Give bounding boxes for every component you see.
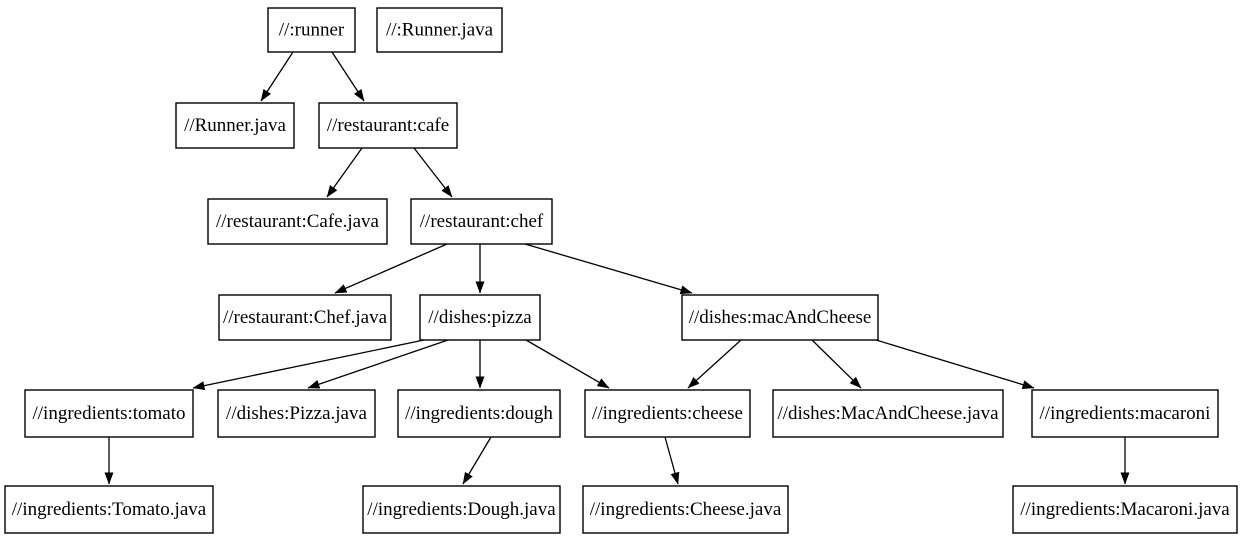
graph-node-dough: //ingredients:dough — [397, 389, 561, 438]
graph-node-cheese-java: //ingredients:Cheese.java — [582, 485, 789, 534]
node-box-mac-and-cheese — [681, 294, 879, 341]
node-label-runner-java-file: //Runner.java — [184, 115, 286, 136]
node-label-tomato-java: //ingredients:Tomato.java — [12, 499, 207, 520]
graph-node-pizza: //dishes:pizza — [419, 294, 541, 341]
graph-node-root-runner-java: //:Runner.java — [376, 7, 503, 53]
node-label-mac-and-cheese: //dishes:macAndCheese — [689, 307, 872, 328]
node-label-dough: //ingredients:dough — [405, 403, 553, 424]
graph-node-pizza-java: //dishes:Pizza.java — [217, 389, 376, 438]
node-box-pizza — [419, 294, 541, 341]
node-box-chef — [410, 198, 553, 245]
node-label-chef: //restaurant:chef — [420, 211, 544, 232]
node-box-root-runner-java — [376, 7, 503, 53]
graph-node-runner: //:runner — [267, 7, 356, 53]
node-label-cafe-java: //restaurant:Cafe.java — [216, 211, 380, 232]
node-box-runner — [267, 7, 356, 53]
edge-chef-to-chef-java — [334, 243, 448, 294]
node-box-macaroni — [1031, 389, 1219, 438]
node-box-pizza-java — [217, 389, 376, 438]
node-label-chef-java: //restaurant:Chef.java — [223, 307, 388, 328]
edge-pizza-to-cheese — [525, 339, 610, 389]
node-label-pizza-java: //dishes:Pizza.java — [226, 403, 367, 424]
node-box-tomato-java — [4, 485, 214, 534]
node-label-tomato: //ingredients:tomato — [32, 403, 185, 424]
node-label-pizza: //dishes:pizza — [428, 307, 532, 328]
edge-mac-and-cheese-to-macaroni — [875, 339, 1035, 389]
graph-node-tomato-java: //ingredients:Tomato.java — [4, 485, 214, 534]
edge-chef-to-mac-and-cheese — [524, 243, 693, 295]
edge-pizza-to-tomato — [192, 339, 425, 391]
node-label-mac-and-cheese-java: //dishes:MacAndCheese.java — [777, 403, 999, 424]
graph-node-tomato: //ingredients:tomato — [24, 389, 194, 438]
node-box-chef-java — [218, 294, 392, 341]
node-label-macaroni-java: //ingredients:Macaroni.java — [1020, 499, 1230, 520]
edge-mac-and-cheese-to-cheese — [687, 339, 742, 389]
graph-node-cafe-java: //restaurant:Cafe.java — [207, 198, 388, 245]
node-label-macaroni: //ingredients:macaroni — [1040, 403, 1211, 424]
edge-dough-to-dough-java — [462, 436, 492, 485]
graph-node-dough-java: //ingredients:Dough.java — [362, 485, 561, 534]
graph-node-cafe: //restaurant:cafe — [318, 102, 458, 149]
node-label-cheese: //ingredients:cheese — [592, 403, 743, 424]
graph-node-runner-java-file: //Runner.java — [175, 102, 295, 149]
edge-runner-to-cafe — [331, 51, 365, 102]
edge-cafe-to-chef — [413, 147, 453, 198]
graph-node-cheese: //ingredients:cheese — [584, 389, 751, 438]
node-box-cheese — [584, 389, 751, 438]
node-label-cheese-java: //ingredients:Cheese.java — [590, 499, 782, 520]
edges-layer — [104, 51, 1130, 485]
graph-node-mac-and-cheese-java: //dishes:MacAndCheese.java — [772, 389, 1004, 438]
graph-node-chef-java: //restaurant:Chef.java — [218, 294, 392, 341]
edge-runner-to-runner-java-file — [260, 51, 294, 102]
node-label-dough-java: //ingredients:Dough.java — [367, 499, 556, 520]
edge-pizza-to-pizza-java — [307, 339, 449, 389]
node-box-cheese-java — [582, 485, 789, 534]
node-box-cafe — [318, 102, 458, 149]
node-box-macaroni-java — [1012, 485, 1238, 534]
node-box-dough-java — [362, 485, 561, 534]
edge-cafe-to-cafe-java — [326, 147, 363, 198]
graph-node-mac-and-cheese: //dishes:macAndCheese — [681, 294, 879, 341]
node-label-cafe: //restaurant:cafe — [327, 115, 449, 136]
edge-cheese-to-cheese-java — [664, 436, 680, 485]
node-box-mac-and-cheese-java — [772, 389, 1004, 438]
graph-node-macaroni-java: //ingredients:Macaroni.java — [1012, 485, 1238, 534]
graph-node-chef: //restaurant:chef — [410, 198, 553, 245]
node-label-root-runner-java: //:Runner.java — [386, 20, 494, 41]
node-box-runner-java-file — [175, 102, 295, 149]
edge-mac-and-cheese-to-mac-and-cheese-java — [811, 339, 862, 389]
node-box-tomato — [24, 389, 194, 438]
graph-node-macaroni: //ingredients:macaroni — [1031, 389, 1219, 438]
node-box-cafe-java — [207, 198, 388, 245]
node-box-dough — [397, 389, 561, 438]
node-label-runner: //:runner — [279, 20, 345, 41]
nodes-layer: //:runner //:Runner.java //Runner.java //re… — [4, 7, 1238, 534]
